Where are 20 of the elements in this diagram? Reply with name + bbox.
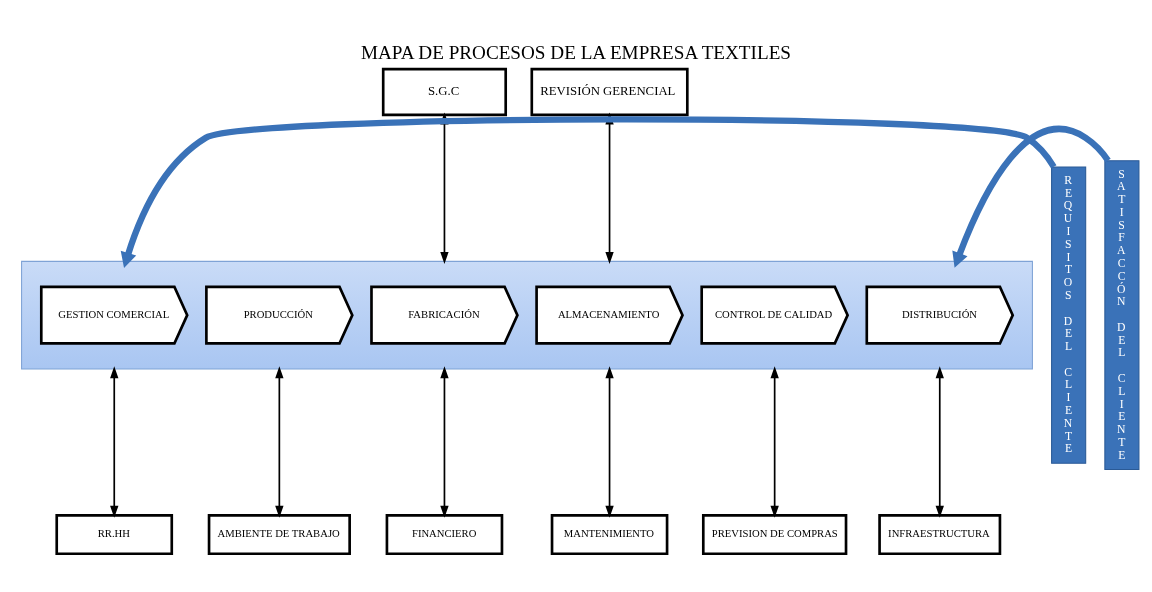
arrow	[120, 115, 1057, 268]
node-box: REVISIÓN GERENCIAL	[530, 67, 689, 116]
arrow	[770, 365, 779, 518]
arrow	[952, 125, 1111, 268]
arrow	[440, 365, 449, 518]
node-box: REQUISITOS DEL CLIENTE	[1051, 166, 1087, 464]
diagram-title: MAPA DE PROCESOS DE LA EMPRESA TEXTILES	[360, 41, 792, 63]
arrow	[605, 365, 614, 518]
arrow	[275, 365, 284, 518]
node-box: PREVISION DE COMPRAS	[701, 513, 848, 555]
node-box: SATISFACCÓN DEL CLIENTE	[1104, 159, 1140, 470]
node-box: AMBIENTE DE TRABAJO	[207, 513, 351, 555]
arrow	[935, 365, 944, 518]
node-box: INFRAESTRUCTURA	[878, 513, 1002, 555]
node-box: S.G.C	[381, 67, 508, 116]
node-box: FINANCIERO	[385, 513, 504, 555]
arrow	[110, 365, 119, 518]
node-box: MANTENIMIENTO	[550, 513, 669, 555]
cluster	[21, 260, 1033, 369]
node-box: RR.HH	[55, 513, 174, 555]
